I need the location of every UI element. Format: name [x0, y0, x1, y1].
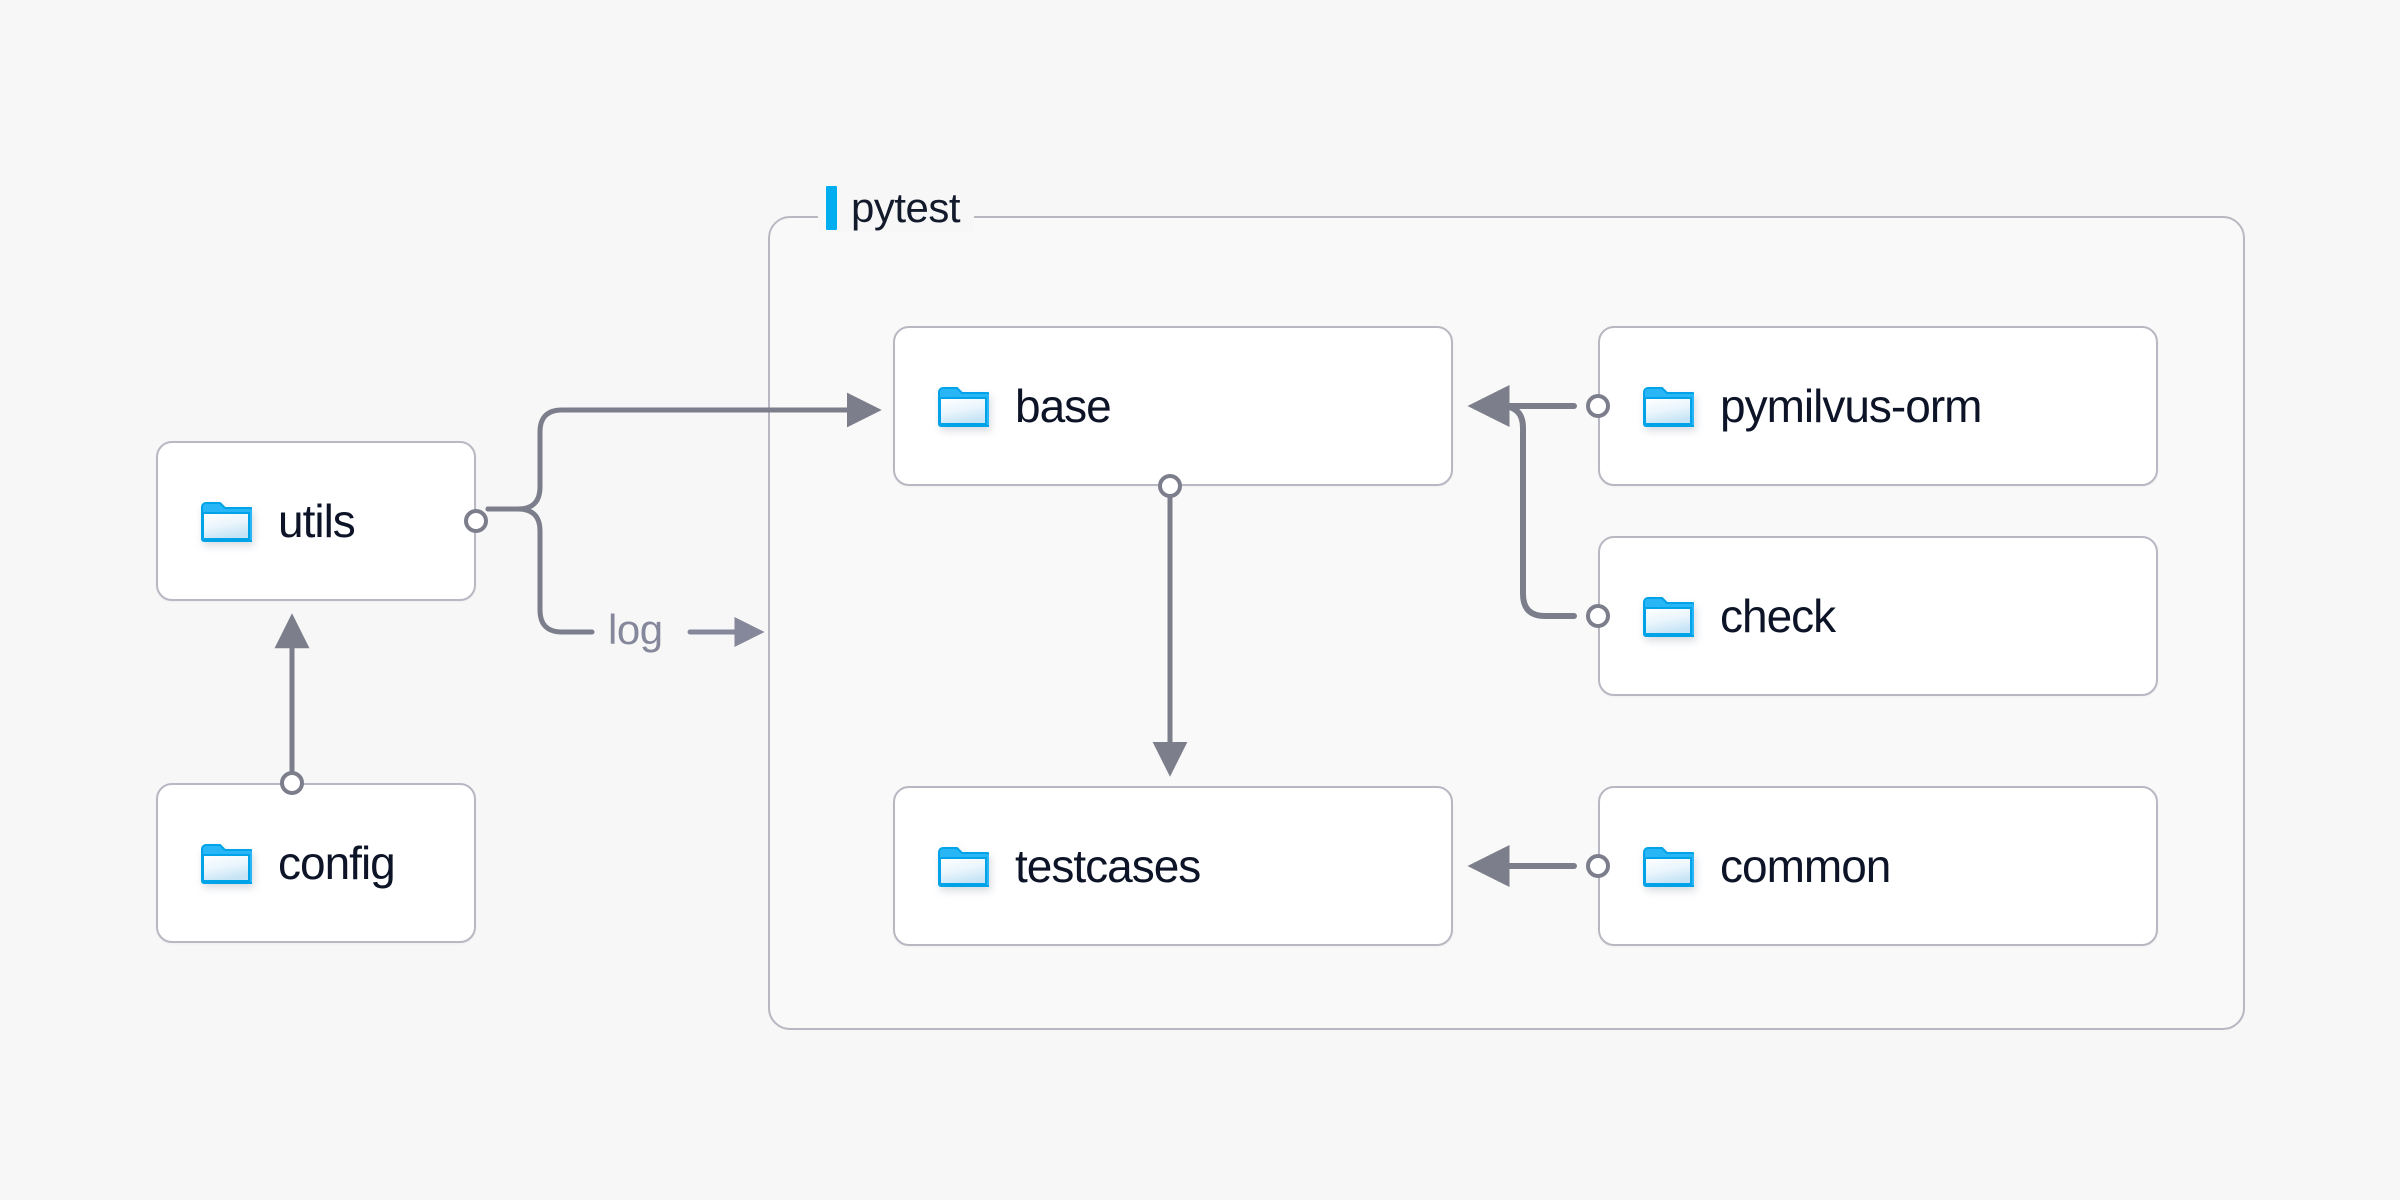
folder-icon	[937, 844, 989, 888]
handle-pymilvus-orm-left[interactable]	[1586, 394, 1610, 418]
node-common[interactable]: common	[1598, 786, 2158, 946]
node-utils[interactable]: utils	[156, 441, 476, 601]
group-accent-bar	[826, 186, 837, 230]
handle-base-bottom[interactable]	[1158, 474, 1182, 498]
node-base[interactable]: base	[893, 326, 1453, 486]
node-label: base	[1015, 380, 1112, 432]
group-pytest-label-text: pytest	[851, 184, 961, 231]
node-label: config	[278, 837, 396, 889]
edge-label-log: log	[602, 606, 669, 654]
node-label: common	[1720, 840, 1891, 892]
handle-config-top[interactable]	[280, 771, 304, 795]
node-label: pymilvus-orm	[1720, 380, 1982, 432]
node-label: testcases	[1015, 840, 1201, 892]
folder-icon	[1642, 384, 1694, 428]
folder-icon	[1642, 844, 1694, 888]
folder-icon	[1642, 594, 1694, 638]
handle-common-left[interactable]	[1586, 854, 1610, 878]
node-label: check	[1720, 590, 1836, 642]
folder-icon	[200, 499, 252, 543]
folder-icon	[937, 384, 989, 428]
handle-utils-right[interactable]	[464, 509, 488, 533]
node-pymilvus-orm[interactable]: pymilvus-orm	[1598, 326, 2158, 486]
node-label: utils	[278, 495, 356, 547]
handle-check-left[interactable]	[1586, 604, 1610, 628]
edge-utils-to-log	[485, 506, 595, 635]
node-config[interactable]: config	[156, 783, 476, 943]
node-testcases[interactable]: testcases	[893, 786, 1453, 946]
node-check[interactable]: check	[1598, 536, 2158, 696]
folder-icon	[200, 841, 252, 885]
group-pytest-label: pytest	[818, 184, 975, 232]
